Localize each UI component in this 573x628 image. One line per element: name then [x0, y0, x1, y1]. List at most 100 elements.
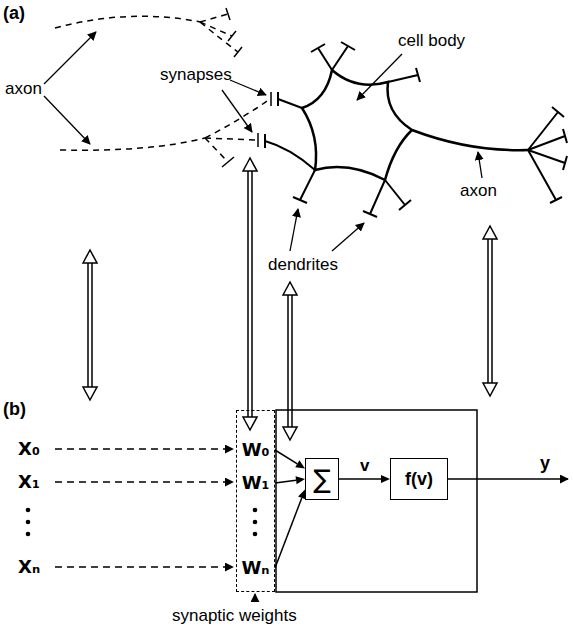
weight-label: W₁: [242, 472, 270, 494]
dashed-branch: [200, 14, 228, 22]
summation-box: ∑: [305, 458, 339, 500]
terminal-bars: [222, 8, 271, 167]
axon-trunk: [412, 130, 528, 150]
arrowhead: [295, 460, 305, 468]
double-arrow-head: [283, 427, 297, 440]
ellipsis-dots: [26, 508, 258, 537]
double-arrow-head: [243, 158, 257, 171]
leader-arrows: [44, 32, 482, 602]
part-label: cell body: [398, 30, 465, 52]
double-arrow-head: [483, 383, 497, 396]
connector: [275, 490, 306, 569]
panel-letter: (b): [3, 398, 26, 420]
input-label: X₁: [18, 471, 40, 493]
terminal-bar: [234, 47, 242, 57]
activation-box: f(v): [390, 458, 448, 500]
postsynaptic-bar: [264, 134, 266, 148]
dashed-branch: [205, 138, 228, 162]
dashed-axon: [60, 138, 205, 150]
part-label: axon: [460, 180, 497, 202]
dot: [26, 520, 31, 525]
dashed-branch: [200, 22, 238, 52]
leader-arrow: [332, 223, 364, 251]
input-arrow: [55, 566, 233, 568]
dendrite: [363, 180, 385, 217]
dendrites: [265, 42, 420, 217]
dendrite: [278, 99, 302, 108]
connector-line: [275, 480, 296, 483]
dot: [26, 532, 31, 537]
synaptic-weights-box: W₀ W₁ Wₙ: [236, 410, 275, 592]
axon-terminal: [528, 129, 567, 150]
terminal-bar: [222, 157, 234, 167]
leader-arrow: [357, 54, 402, 100]
connector-line: [275, 498, 302, 568]
terminal-bar: [228, 31, 236, 41]
double-arrow-shaft: [248, 166, 252, 422]
dashed-branch: [200, 22, 232, 36]
dashed-branch: [205, 138, 257, 140]
leader-arrow: [254, 594, 255, 602]
correspondence-arrows: [83, 158, 497, 440]
double-arrow-shaft: [488, 234, 492, 388]
leader-arrow: [44, 96, 90, 144]
panel-letter: (a): [3, 2, 25, 24]
dot: [253, 532, 258, 537]
part-label: synapses: [160, 64, 232, 86]
double-arrow-head: [83, 387, 97, 400]
output-label: y: [540, 452, 550, 474]
connector-line: [275, 450, 297, 464]
dot: [26, 508, 31, 513]
part-label: synaptic weights: [172, 605, 297, 627]
dendrite: [265, 141, 315, 170]
terminal-bar: [226, 8, 230, 20]
presynaptic-bar: [270, 92, 272, 106]
dot: [253, 508, 258, 513]
arrowhead: [296, 476, 305, 484]
signal-label: v: [359, 456, 370, 476]
input-arrows: [55, 449, 233, 567]
dendrite: [332, 42, 355, 70]
connector: [275, 476, 305, 484]
connector: [339, 475, 390, 483]
leader-arrow: [44, 32, 96, 84]
part-label: axon: [5, 78, 42, 100]
arrowhead: [381, 475, 390, 483]
dendrite: [311, 44, 332, 70]
double-arrow-shaft: [88, 258, 92, 392]
input-label: X₀: [18, 438, 40, 460]
leader-arrow: [478, 152, 482, 178]
dashed-axon: [55, 16, 200, 28]
input-arrow: [55, 481, 233, 483]
axon: [412, 107, 567, 203]
neuron-model-box: [276, 410, 477, 592]
cell-body: [302, 70, 412, 180]
weight-label: W₀: [242, 439, 270, 461]
presynaptic-axons: [55, 14, 270, 162]
leader-arrow: [230, 80, 266, 95]
dendrite: [385, 180, 411, 210]
double-arrow-head: [483, 226, 497, 239]
dot: [253, 520, 258, 525]
connector-line: [339, 478, 381, 480]
presynaptic-bar: [257, 133, 259, 147]
connector: [275, 450, 305, 469]
dendrite: [293, 170, 315, 203]
leader-arrow: [290, 209, 298, 251]
output-arrow: [448, 478, 568, 480]
part-label: dendrites: [268, 254, 338, 276]
input-label: Xₙ: [18, 556, 40, 578]
node-text: ∑: [313, 468, 331, 490]
dendrite: [388, 68, 420, 82]
input-arrow: [55, 448, 233, 450]
double-arrow-head: [83, 250, 97, 263]
postsynaptic-bar: [277, 92, 279, 106]
leader-arrow: [222, 90, 252, 132]
double-arrow-head: [283, 282, 297, 295]
weight-label: Wₙ: [241, 557, 269, 579]
axon-terminal: [528, 150, 562, 203]
double-arrow-head: [243, 417, 257, 430]
dashed-branch: [205, 99, 270, 138]
